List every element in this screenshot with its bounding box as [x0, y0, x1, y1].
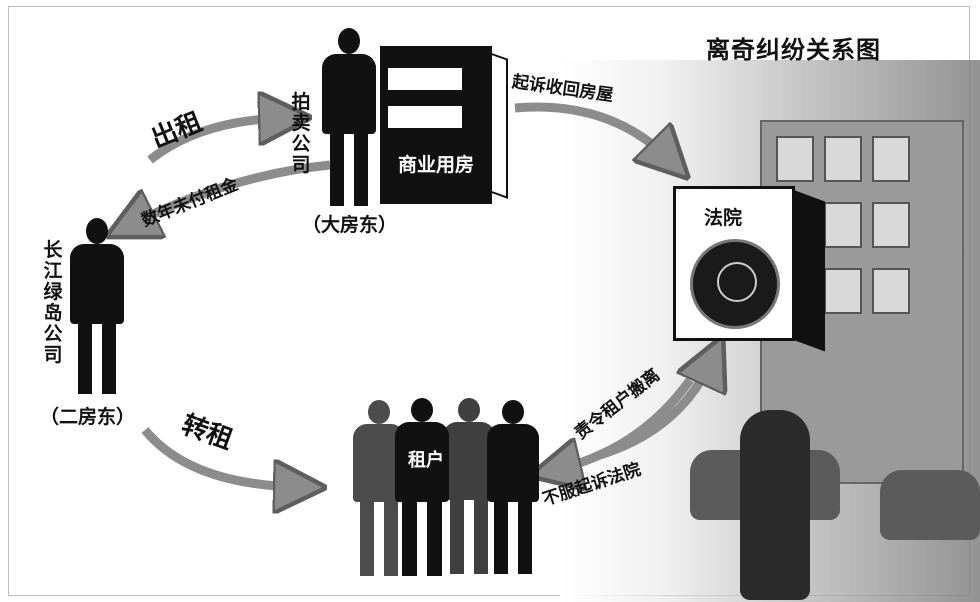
- arrow-unpaid-rent: [130, 160, 331, 225]
- building-window-bar: [388, 106, 462, 128]
- diagram-title: 离奇纠纷关系图: [706, 36, 881, 64]
- changjiang-company-figure: [66, 218, 128, 398]
- building-window: [824, 268, 862, 314]
- building-label: 商业用房: [397, 154, 474, 176]
- background-car: [880, 470, 980, 540]
- changjiang-company-role: （二房东）: [40, 406, 136, 428]
- building-window: [776, 136, 814, 182]
- auction-company-figure: [318, 28, 380, 210]
- building-window: [872, 136, 910, 182]
- tenants-label: 租户: [408, 450, 444, 471]
- building-side: [492, 53, 508, 199]
- arrow-sublet: [141, 427, 300, 487]
- building-window: [872, 202, 910, 248]
- tenant-figure: [484, 400, 542, 578]
- building-window: [824, 136, 862, 182]
- arrow-appeal: [555, 377, 694, 470]
- building-window-bar: [388, 68, 462, 90]
- background-pedestrian: [740, 410, 810, 600]
- court-side: [795, 190, 825, 352]
- auction-company-role: （大房东）: [302, 214, 398, 236]
- tenant-figure: [392, 398, 452, 580]
- court-emblem-icon: [690, 239, 780, 329]
- court-box: 法院: [673, 186, 795, 341]
- tenant-figure: [440, 398, 498, 578]
- building-window: [872, 268, 910, 314]
- arrow-rent-out: [147, 118, 285, 164]
- arrow-sue-recover: [514, 102, 670, 160]
- court-label: 法院: [704, 207, 743, 229]
- commercial-building: 商业用房: [380, 46, 508, 204]
- building-window: [824, 202, 862, 248]
- changjiang-company-name: 长江绿岛公司: [43, 239, 63, 366]
- auction-company-name: 拍卖公司: [291, 91, 311, 176]
